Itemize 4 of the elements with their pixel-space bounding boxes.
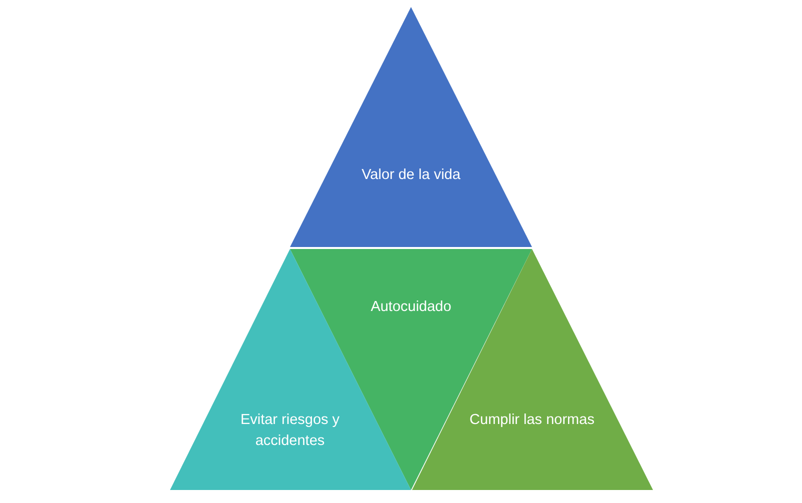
triangle-label: Cumplir las normas (468, 411, 596, 430)
triangle-label: Evitar riesgos y accidentes (239, 411, 341, 451)
triangle-label: Autocuidado (370, 298, 452, 317)
triangle-label: Valor de la vida (360, 166, 462, 185)
